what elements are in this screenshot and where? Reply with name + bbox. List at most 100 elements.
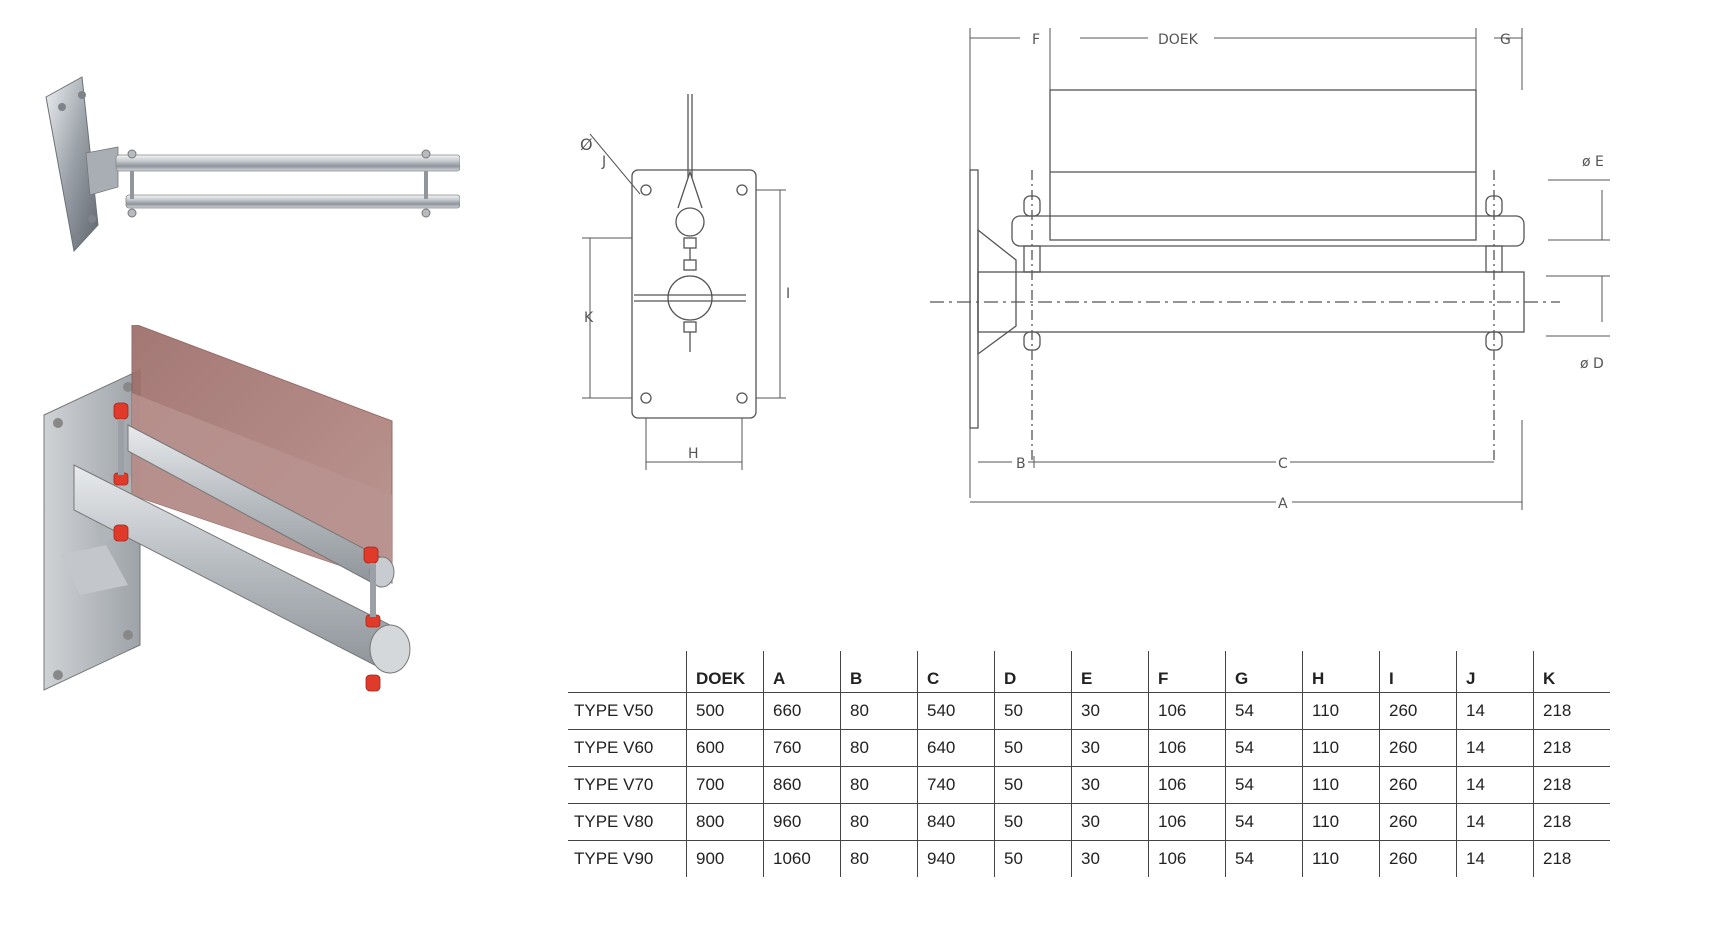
table-cell: 218	[1543, 738, 1572, 757]
table-cell: 1060	[763, 840, 841, 877]
table-cell: 14	[1456, 692, 1534, 730]
table-cell: 260	[1379, 729, 1457, 767]
table-cell: 50	[994, 729, 1072, 767]
label-a: A	[1278, 496, 1288, 510]
table-cell: 14	[1456, 766, 1534, 804]
header-cell: E	[1071, 651, 1149, 693]
front-view-drawing: Ø J K I H	[580, 94, 790, 470]
table-cell: 80	[840, 729, 918, 767]
table-cell: 14	[1456, 840, 1534, 877]
table-cell: 110	[1302, 729, 1380, 767]
table-cell: 218	[1543, 812, 1572, 831]
table-cell: 106	[1148, 692, 1226, 730]
label-f: F	[1032, 32, 1040, 48]
table-cell: 50	[994, 692, 1072, 730]
table-cell: 218	[1543, 849, 1572, 868]
header-cell: D	[994, 651, 1072, 693]
header-cell: F	[1148, 651, 1226, 693]
table-cell: 260	[1379, 766, 1457, 804]
header-cell	[568, 651, 687, 693]
label-j: J	[601, 154, 606, 170]
table-cell: 218	[1543, 775, 1572, 794]
header-cell: I	[1379, 651, 1457, 693]
row-type-cell: TYPE V80	[568, 803, 687, 841]
table-cell: 106	[1148, 840, 1226, 877]
table-cell: 110	[1302, 766, 1380, 804]
table-cell: 660	[763, 692, 841, 730]
row-type-cell: TYPE V70	[568, 766, 687, 804]
table-cell: 80	[840, 840, 918, 877]
table-cell: 106	[1148, 803, 1226, 841]
table-cell: 840	[917, 803, 995, 841]
wall-plate-side	[969, 169, 979, 429]
upper-tube-section	[675, 207, 705, 237]
header-cell: DOEK	[686, 651, 764, 693]
table-cell: 80	[840, 803, 918, 841]
header-cell: K	[1543, 669, 1556, 688]
table-cell: 540	[917, 692, 995, 730]
table-cell: 218	[1543, 701, 1572, 720]
table-cell: 50	[994, 766, 1072, 804]
table-cell: 760	[763, 729, 841, 767]
mounting-plate-outline	[631, 169, 757, 419]
table-cell: 260	[1379, 840, 1457, 877]
table-cell: 640	[917, 729, 995, 767]
table-cell: 30	[1071, 692, 1149, 730]
side-view-drawing: F DOEK G B C A ø E ø D	[930, 28, 1610, 510]
header-cell: A	[763, 651, 841, 693]
bracket-render-3d	[43, 325, 411, 692]
table-cell: 960	[763, 803, 841, 841]
table-cell: 700	[686, 766, 764, 804]
label-diameter: Ø	[580, 135, 593, 154]
header-cell: B	[840, 651, 918, 693]
table-cell: 900	[686, 840, 764, 877]
table-cell: 80	[840, 766, 918, 804]
upper-tube-side	[1011, 215, 1525, 247]
header-cell: G	[1225, 651, 1303, 693]
header-cell: H	[1302, 651, 1380, 693]
table-cell: 30	[1071, 803, 1149, 841]
table-cell: 30	[1071, 766, 1149, 804]
lower-tube-section	[667, 275, 713, 321]
label-c: C	[1278, 456, 1288, 472]
table-cell: 14	[1456, 729, 1534, 767]
table-cell: 860	[763, 766, 841, 804]
table-header-row: DOEK A B C D E F G H I J K	[568, 651, 1610, 693]
label-doek: DOEK	[1158, 32, 1199, 48]
wall-plate	[43, 369, 141, 691]
label-i: I	[786, 286, 790, 302]
table-cell: 30	[1071, 729, 1149, 767]
table-cell: 260	[1379, 803, 1457, 841]
table-cell: 110	[1302, 840, 1380, 877]
table-cell: 14	[1456, 803, 1534, 841]
table-cell: 110	[1302, 692, 1380, 730]
table-cell: 30	[1071, 840, 1149, 877]
row-type-cell: TYPE V50	[568, 692, 687, 730]
table-cell: 110	[1302, 803, 1380, 841]
row-type-cell: TYPE V90	[568, 840, 687, 877]
bracket-photo	[45, 76, 460, 253]
table-cell: 600	[686, 729, 764, 767]
table-cell: 260	[1379, 692, 1457, 730]
table-cell: 54	[1225, 766, 1303, 804]
row-type-cell: TYPE V60	[568, 729, 687, 767]
table-cell: 500	[686, 692, 764, 730]
header-cell: C	[917, 651, 995, 693]
label-dia-d: ø D	[1580, 356, 1604, 372]
table-cell: 106	[1148, 729, 1226, 767]
table-cell: 80	[840, 692, 918, 730]
table-cell: 54	[1225, 692, 1303, 730]
label-g: G	[1500, 32, 1511, 48]
table-cell: 50	[994, 840, 1072, 877]
label-k: K	[584, 310, 594, 326]
label-h: H	[688, 446, 699, 462]
table-cell: 54	[1225, 729, 1303, 767]
table-cell: 740	[917, 766, 995, 804]
table-cell: 54	[1225, 803, 1303, 841]
label-b: B	[1016, 456, 1026, 472]
